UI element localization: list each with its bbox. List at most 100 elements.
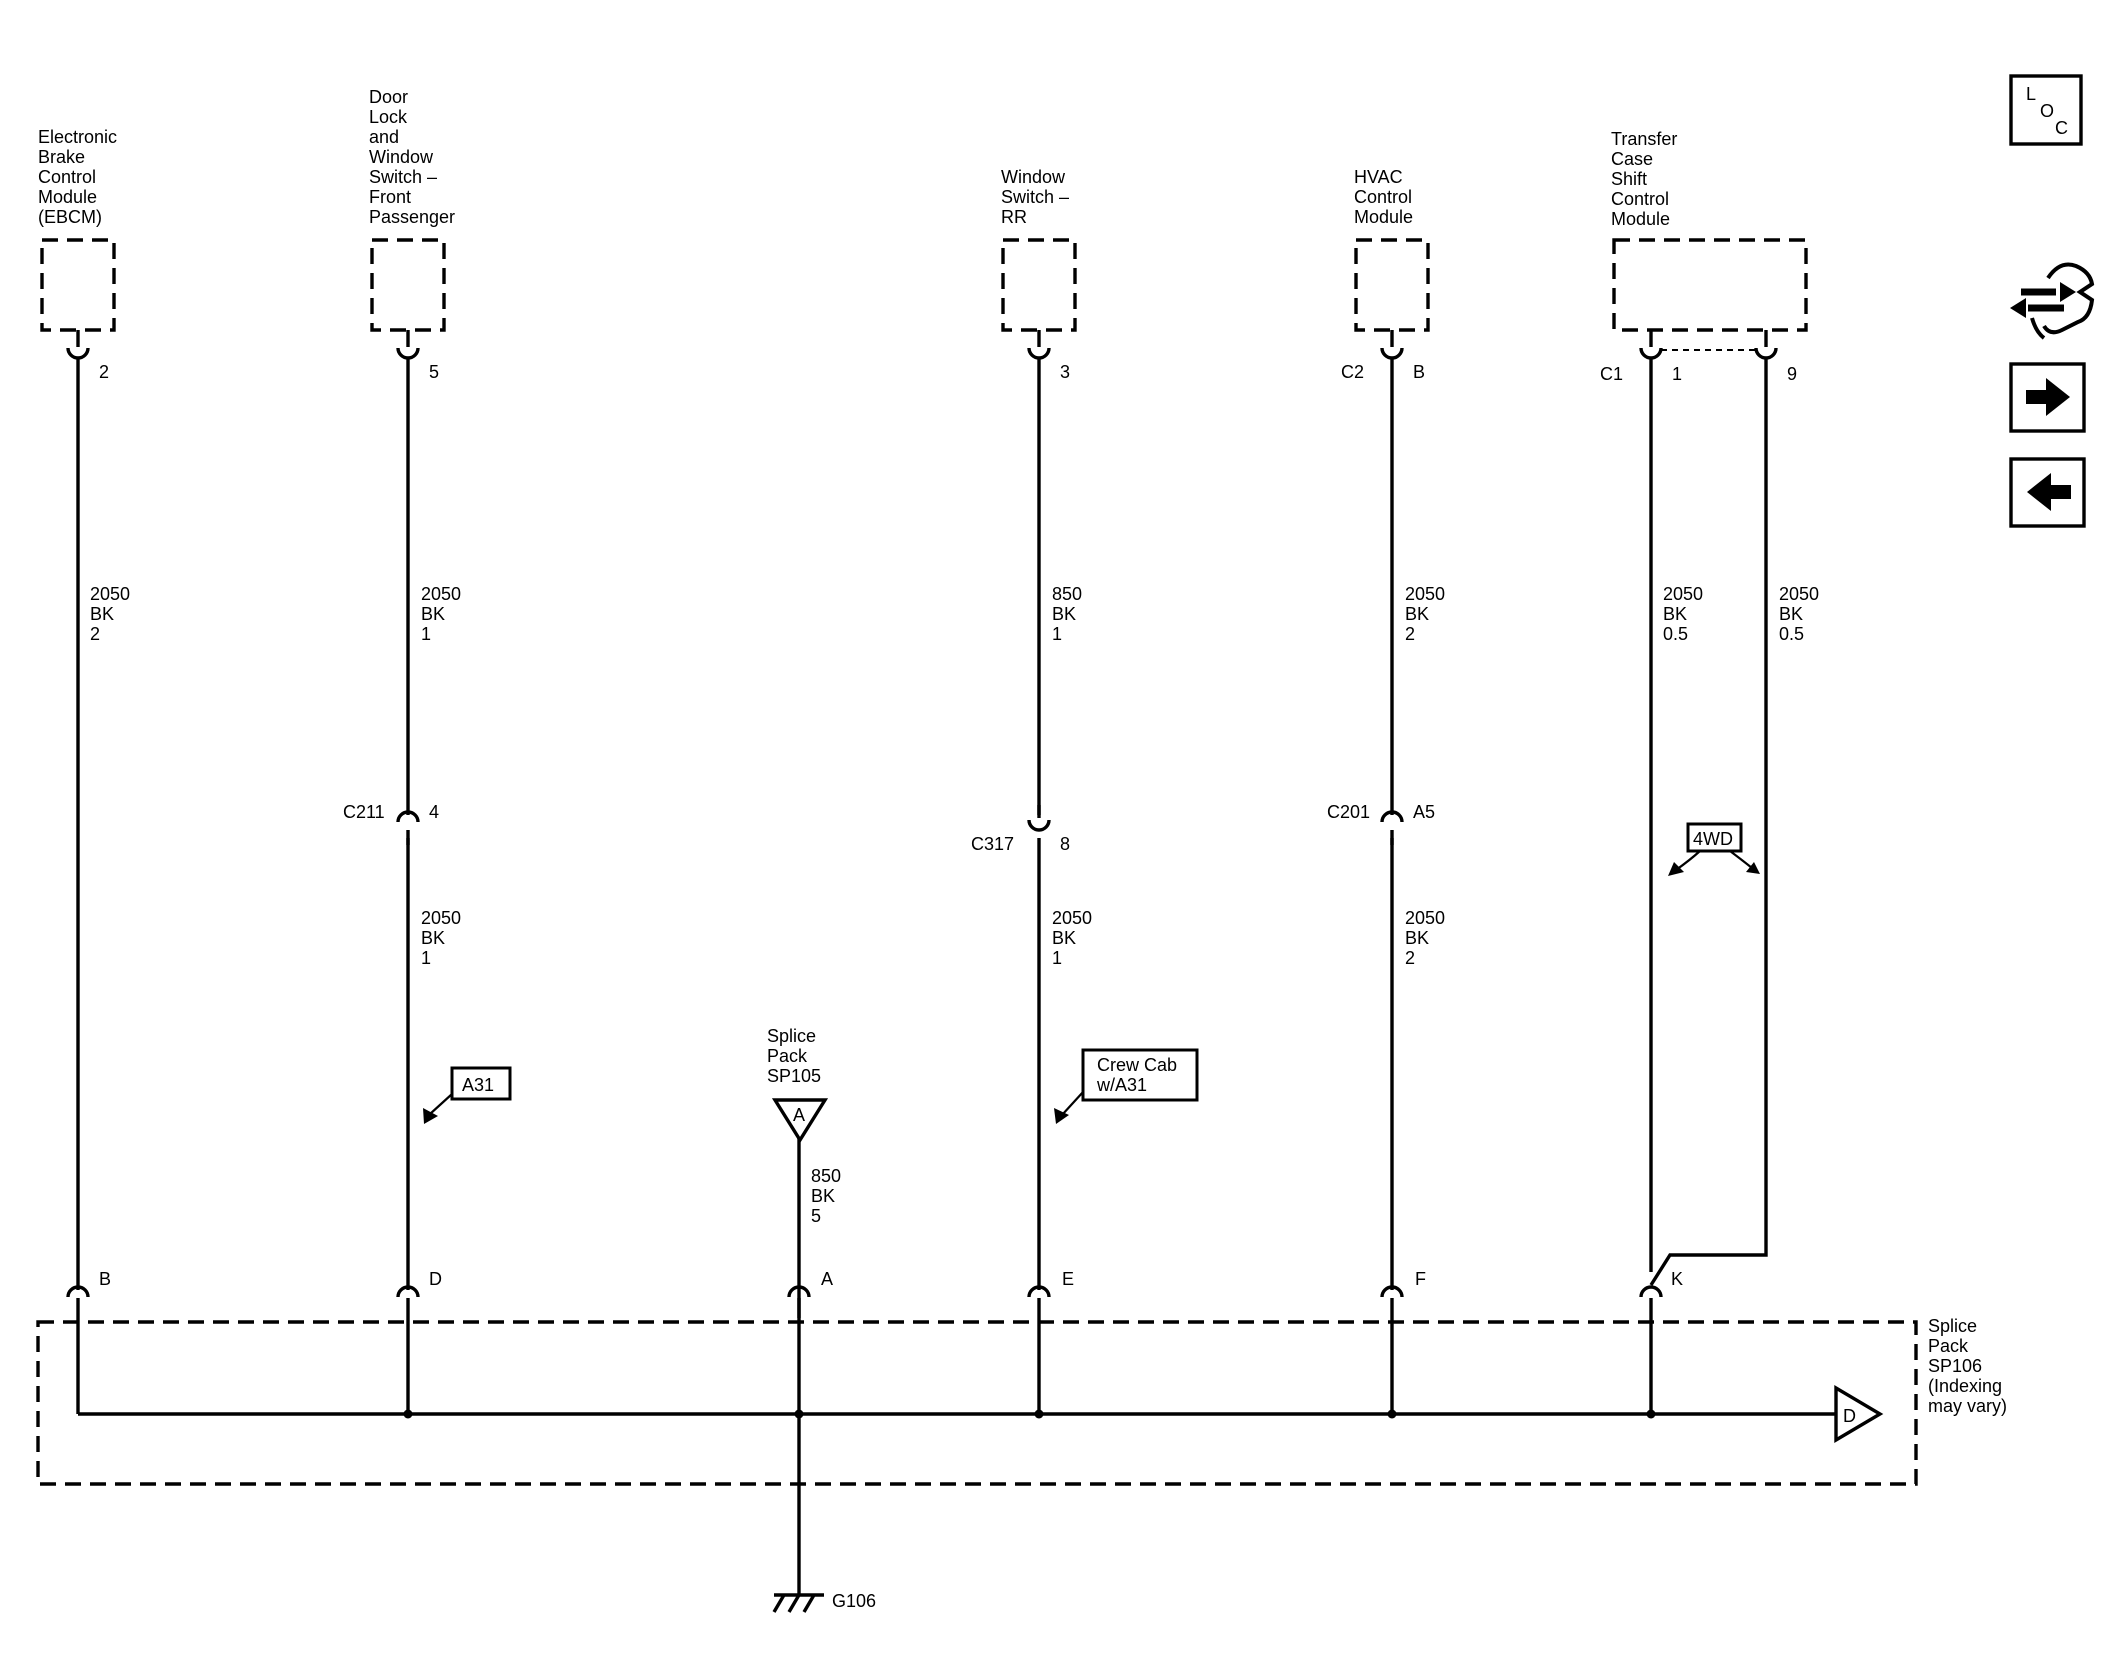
fourwd-callout[interactable]: 4WD [1668, 822, 1760, 876]
svg-text:2050: 2050 [421, 584, 461, 604]
svg-text:850: 850 [1052, 584, 1082, 604]
sp106-terminals [66, 1285, 1663, 1318]
window-rr-terminal [1027, 330, 1051, 360]
svg-text:2: 2 [90, 624, 100, 644]
svg-text:2050: 2050 [1779, 584, 1819, 604]
tc-wire-pin9[interactable] [1649, 358, 1768, 1286]
hvac-terminal [1380, 330, 1404, 360]
svg-text:Module: Module [38, 187, 97, 207]
svg-text:850: 850 [811, 1166, 841, 1186]
svg-text:Door: Door [369, 87, 408, 107]
svg-text:BK: BK [421, 928, 445, 948]
ebcm-terminal [66, 330, 90, 360]
c317-label: C317 [971, 834, 1014, 854]
svg-text:5: 5 [811, 1206, 821, 1226]
svg-text:may vary): may vary) [1928, 1396, 2007, 1416]
transfer-case-terminal-9 [1754, 330, 1778, 360]
svg-text:BK: BK [1663, 604, 1687, 624]
svg-text:BK: BK [811, 1186, 835, 1206]
c201-label: C201 [1327, 802, 1370, 822]
svg-text:Case: Case [1611, 149, 1653, 169]
svg-text:BK: BK [421, 604, 445, 624]
transfer-case-terminal-1 [1639, 330, 1663, 360]
svg-text:0.5: 0.5 [1779, 624, 1804, 644]
svg-text:L: L [2026, 84, 2036, 104]
sp106-triangle[interactable]: D [1834, 1385, 1884, 1443]
hvac-pin: B [1413, 362, 1425, 382]
ebcm-module-box[interactable] [40, 238, 116, 332]
connector-icon[interactable] [2010, 262, 2095, 340]
door-lock-pin: 5 [429, 362, 439, 382]
svg-text:1: 1 [421, 948, 431, 968]
c201-pin: A5 [1413, 802, 1435, 822]
sp106-pin-d: D [429, 1269, 442, 1289]
loc-icon[interactable]: L O C [2009, 74, 2083, 146]
sp106-label: Splice Pack SP106 (Indexing may vary) [1928, 1316, 2007, 1416]
svg-text:4WD: 4WD [1693, 829, 1733, 849]
a31-callout[interactable]: A31 [423, 1066, 512, 1124]
svg-text:2050: 2050 [1405, 584, 1445, 604]
c317-pin: 8 [1060, 834, 1070, 854]
svg-text:Module: Module [1611, 209, 1670, 229]
hvac-module-box[interactable] [1354, 238, 1430, 332]
tc2-wire-label: 2050 BK 0.5 [1779, 584, 1819, 644]
tc1-wire-label: 2050 BK 0.5 [1663, 584, 1703, 644]
sp105-label: Splice Pack SP105 [767, 1026, 821, 1086]
svg-text:BK: BK [1405, 604, 1429, 624]
svg-text:BK: BK [1052, 928, 1076, 948]
svg-text:HVAC: HVAC [1354, 167, 1403, 187]
svg-text:Switch –: Switch – [1001, 187, 1069, 207]
svg-text:(EBCM): (EBCM) [38, 207, 102, 227]
svg-text:w/A31: w/A31 [1096, 1075, 1147, 1095]
svg-text:A: A [793, 1105, 805, 1125]
svg-text:0.5: 0.5 [1663, 624, 1688, 644]
sp105-wire-label: 850 BK 5 [811, 1166, 841, 1226]
svg-text:1: 1 [1052, 624, 1062, 644]
svg-text:SP105: SP105 [767, 1066, 821, 1086]
door-lock-switch-label: Door Lock and Window Switch – Front Pass… [369, 87, 455, 227]
sp106-pin-e: E [1062, 1269, 1074, 1289]
svg-text:2: 2 [1405, 948, 1415, 968]
transfer-case-module-box[interactable] [1612, 238, 1808, 332]
svg-text:BK: BK [1779, 604, 1803, 624]
svg-text:2050: 2050 [1052, 908, 1092, 928]
svg-text:Control: Control [38, 167, 96, 187]
svg-text:Switch –: Switch – [369, 167, 437, 187]
arrow-left-icon[interactable] [2009, 457, 2086, 528]
door-lock-wire-label-lower: 2050 BK 1 [421, 908, 461, 968]
svg-text:Crew Cab: Crew Cab [1097, 1055, 1177, 1075]
ground-label: G106 [832, 1591, 876, 1611]
transfer-case-module-label: Transfer Case Shift Control Module [1611, 129, 1677, 229]
arrow-right-icon[interactable] [2009, 362, 2086, 433]
ebcm-label: Electronic Brake Control Module (EBCM) [38, 127, 117, 227]
window-rr-wire-label-upper: 850 BK 1 [1052, 584, 1082, 644]
sp106-splice-dots [403, 1409, 1656, 1419]
svg-text:Passenger: Passenger [369, 207, 455, 227]
svg-text:Splice: Splice [767, 1026, 816, 1046]
sp106-pin-b: B [99, 1269, 111, 1289]
svg-text:1: 1 [1052, 948, 1062, 968]
c211-connector[interactable] [396, 810, 420, 845]
svg-text:Splice: Splice [1928, 1316, 1977, 1336]
window-switch-rr-box[interactable] [1001, 238, 1077, 332]
window-rr-wire-label-lower: 2050 BK 1 [1052, 908, 1092, 968]
hvac-wire-label-lower: 2050 BK 2 [1405, 908, 1445, 968]
svg-text:1: 1 [421, 624, 431, 644]
svg-text:2050: 2050 [1405, 908, 1445, 928]
svg-text:Control: Control [1611, 189, 1669, 209]
svg-text:SP106: SP106 [1928, 1356, 1982, 1376]
hvac-connector-label: C2 [1341, 362, 1364, 382]
svg-text:Front: Front [369, 187, 411, 207]
svg-text:BK: BK [1052, 604, 1076, 624]
crew-cab-callout[interactable]: Crew Cab w/A31 [1054, 1048, 1199, 1124]
svg-text:Transfer: Transfer [1611, 129, 1677, 149]
sp105-triangle[interactable]: A [771, 1098, 829, 1144]
hvac-wire-label-upper: 2050 BK 2 [1405, 584, 1445, 644]
c201-connector[interactable] [1380, 810, 1404, 845]
sp106-dashed-box[interactable] [36, 1320, 1918, 1486]
window-rr-pin: 3 [1060, 362, 1070, 382]
door-lock-switch-box[interactable] [370, 238, 446, 332]
c317-connector[interactable] [1027, 805, 1051, 832]
sp106-internal-wiring [76, 1318, 1836, 1416]
